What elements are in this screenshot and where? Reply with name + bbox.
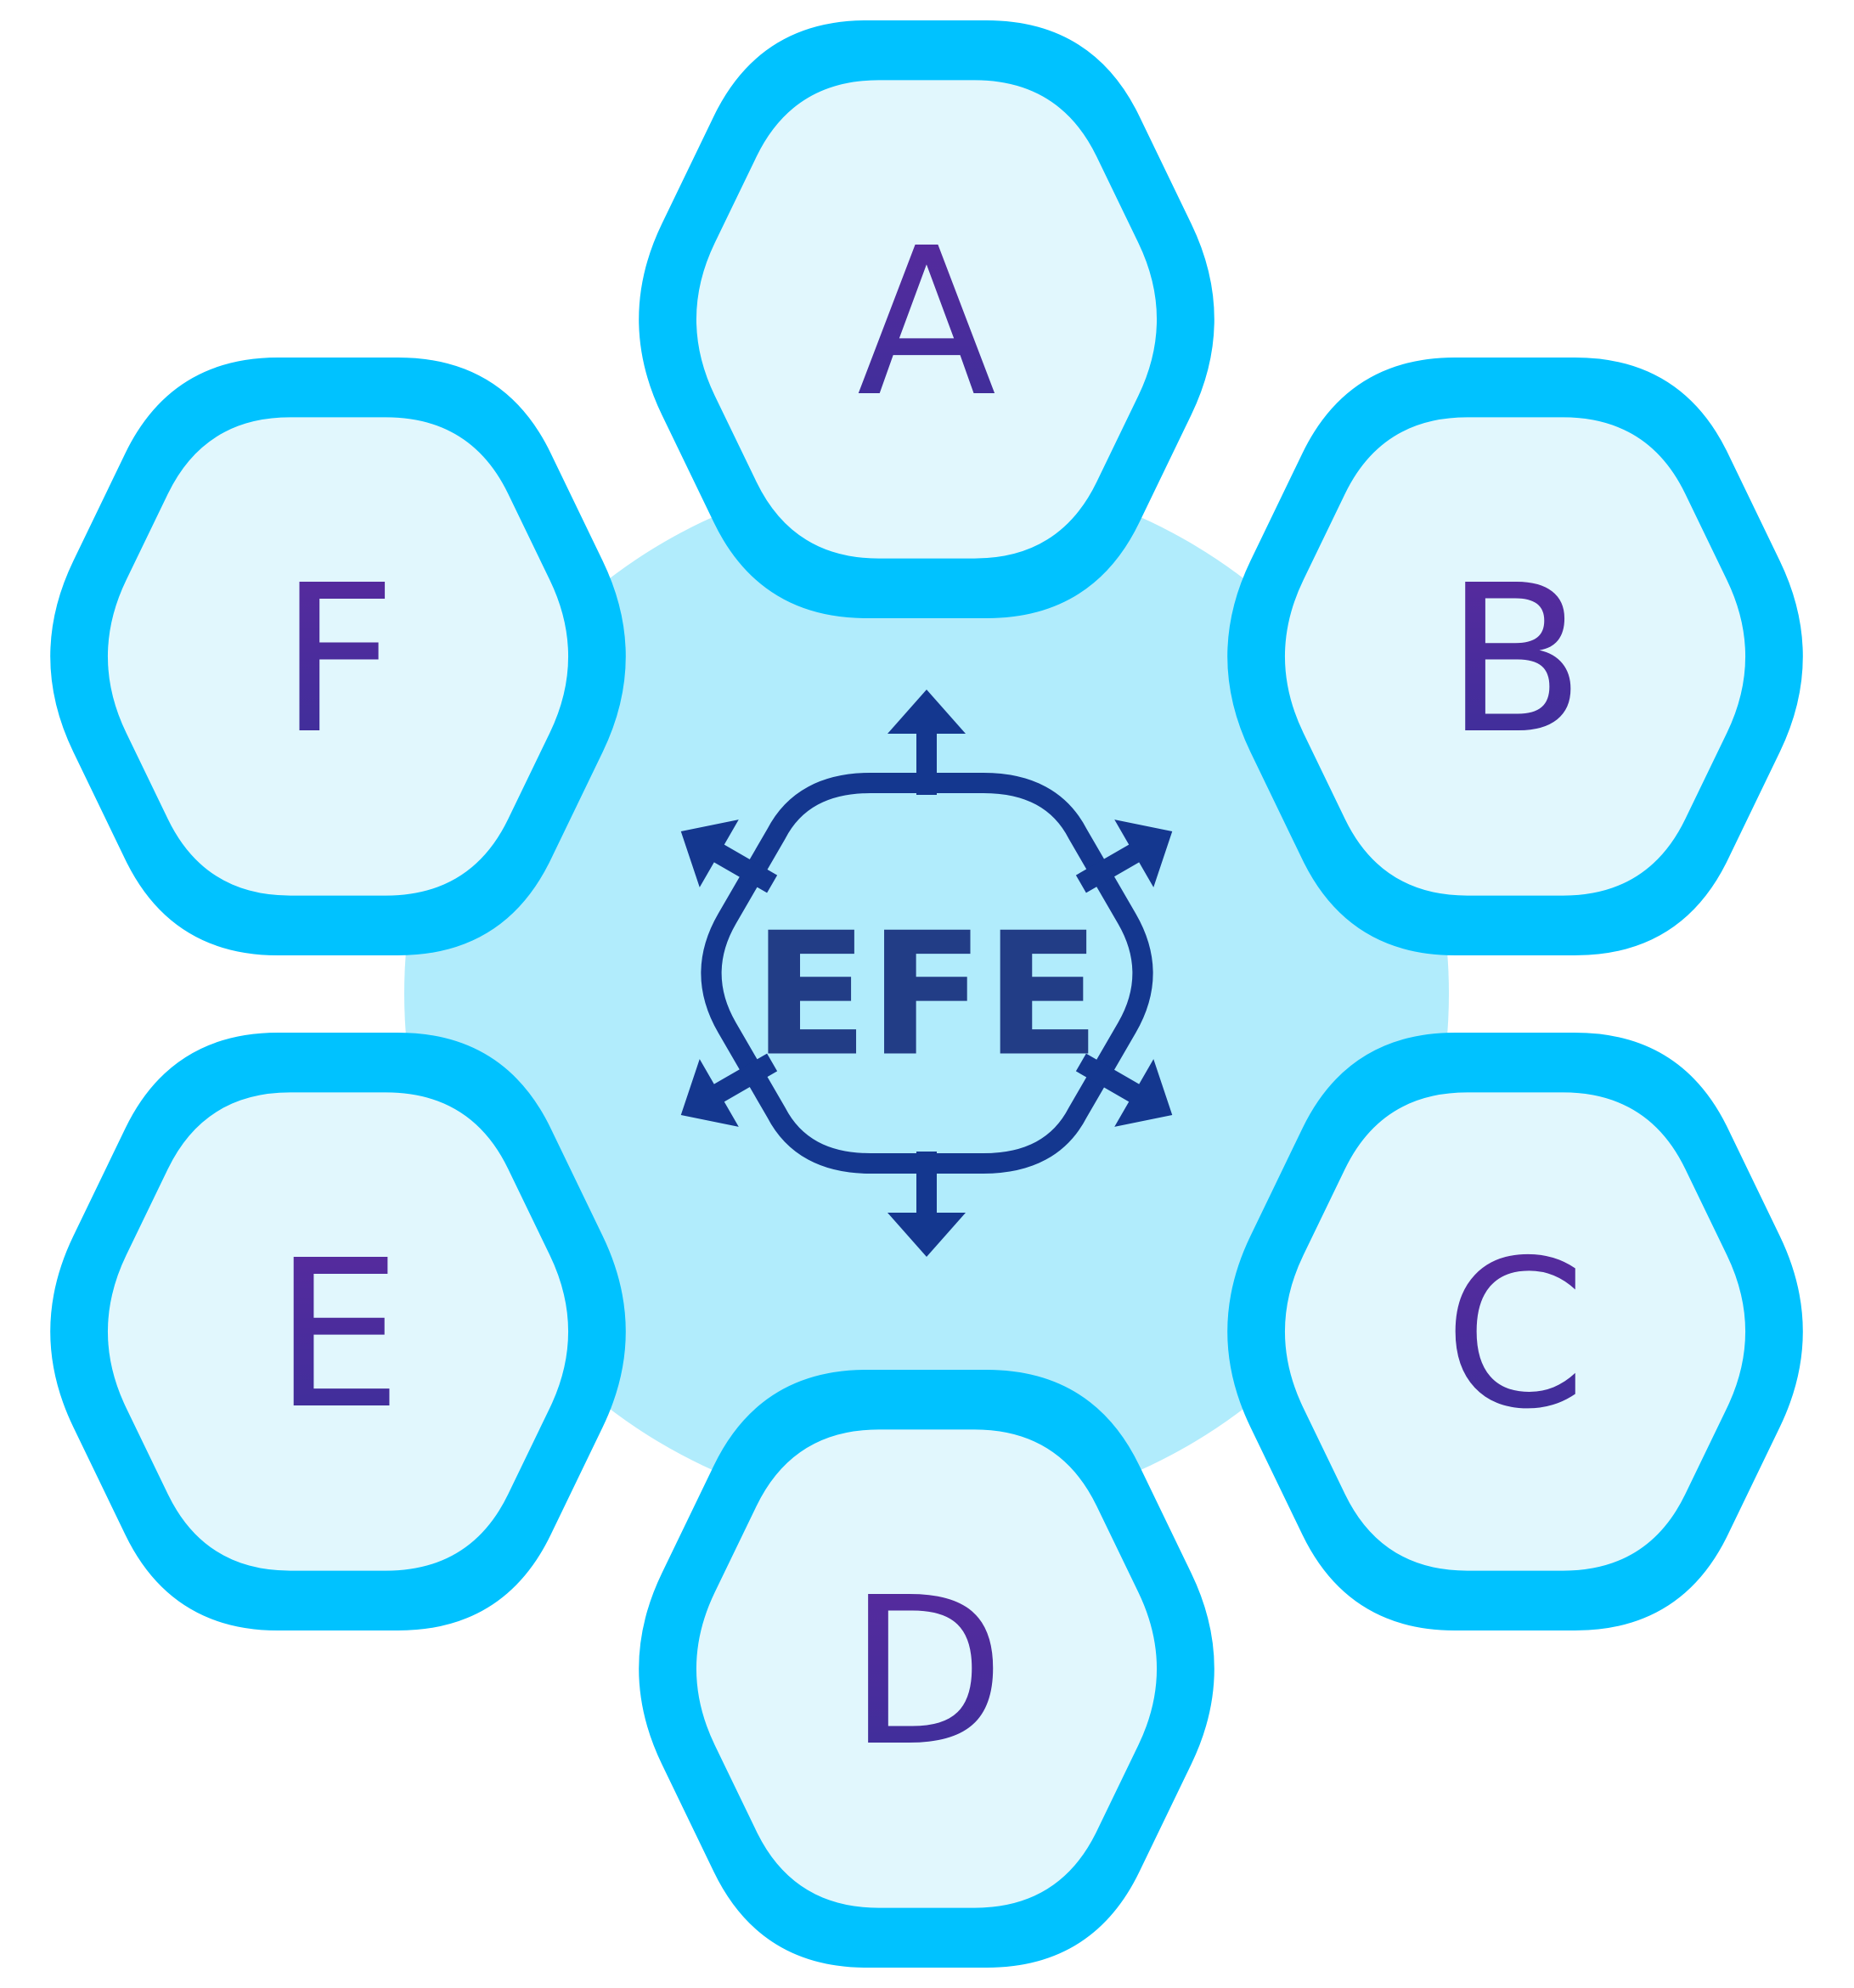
hexagon-label-f: F [279,541,397,779]
hexagon-fill [107,417,569,896]
hexagon-node-e: E [50,1033,626,1630]
arrow-5 [680,1053,778,1127]
hexagon-node-d: D [639,1370,1214,1968]
center-background-circle [404,471,1449,1516]
arrow-6 [680,819,778,893]
hexagon-node-c: C [1227,1033,1803,1630]
hexagon-fill [696,80,1158,559]
hexagon-fill [1284,1092,1746,1571]
hexagon-fill [1284,417,1746,896]
arrow-2 [1075,819,1173,893]
arrow-1 [888,690,966,795]
hexagon-label-c: C [1444,1216,1586,1454]
hexagon-fill [107,1092,569,1571]
hexagon-node-a: A [639,20,1214,618]
hexagon-ring: A B C D E F [50,20,1803,1968]
hexagon-label-d: D [848,1553,1006,1791]
center-hexagon-outline [701,773,1153,1174]
hexagon-fill [696,1429,1158,1908]
hexagon-label-b: B [1445,541,1586,779]
hexagon-node-f: F [50,358,626,955]
center-arrows [680,690,1173,1257]
hexagon-label-e: E [273,1216,403,1454]
hexagon-node-b: B [1227,358,1803,955]
arrow-3 [1075,1053,1173,1127]
hexagon-label-a: A [857,204,996,442]
center-logo: EFE [752,897,1101,1095]
center-hub: EFE [680,690,1173,1257]
arrow-4 [888,1152,966,1257]
